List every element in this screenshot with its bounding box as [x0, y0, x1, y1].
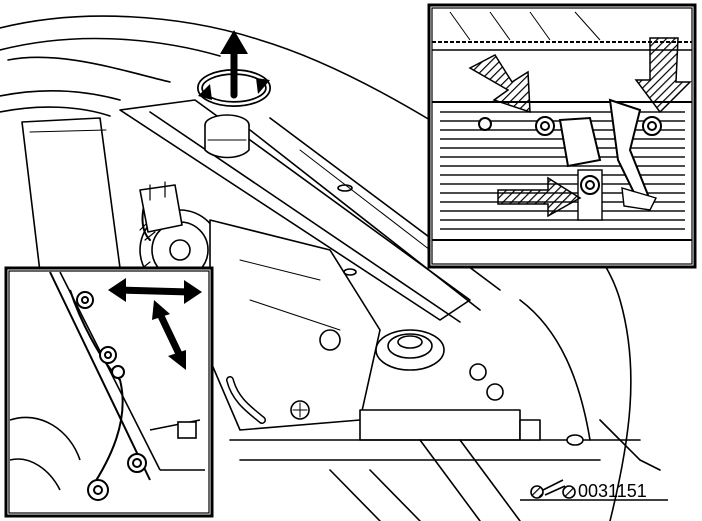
- move-arrow-icon: [108, 278, 202, 370]
- reference-mark: 0031151: [520, 479, 668, 501]
- bolt-icon: [478, 116, 662, 195]
- pointer-arrows: [468, 37, 692, 218]
- latch-detail-inset: [427, 3, 697, 269]
- reference-code: 0031151: [578, 481, 647, 501]
- cable-detail-inset: [4, 266, 214, 518]
- camera-ref-icon: [530, 479, 576, 499]
- rotate-arrow-icon: [197, 30, 271, 107]
